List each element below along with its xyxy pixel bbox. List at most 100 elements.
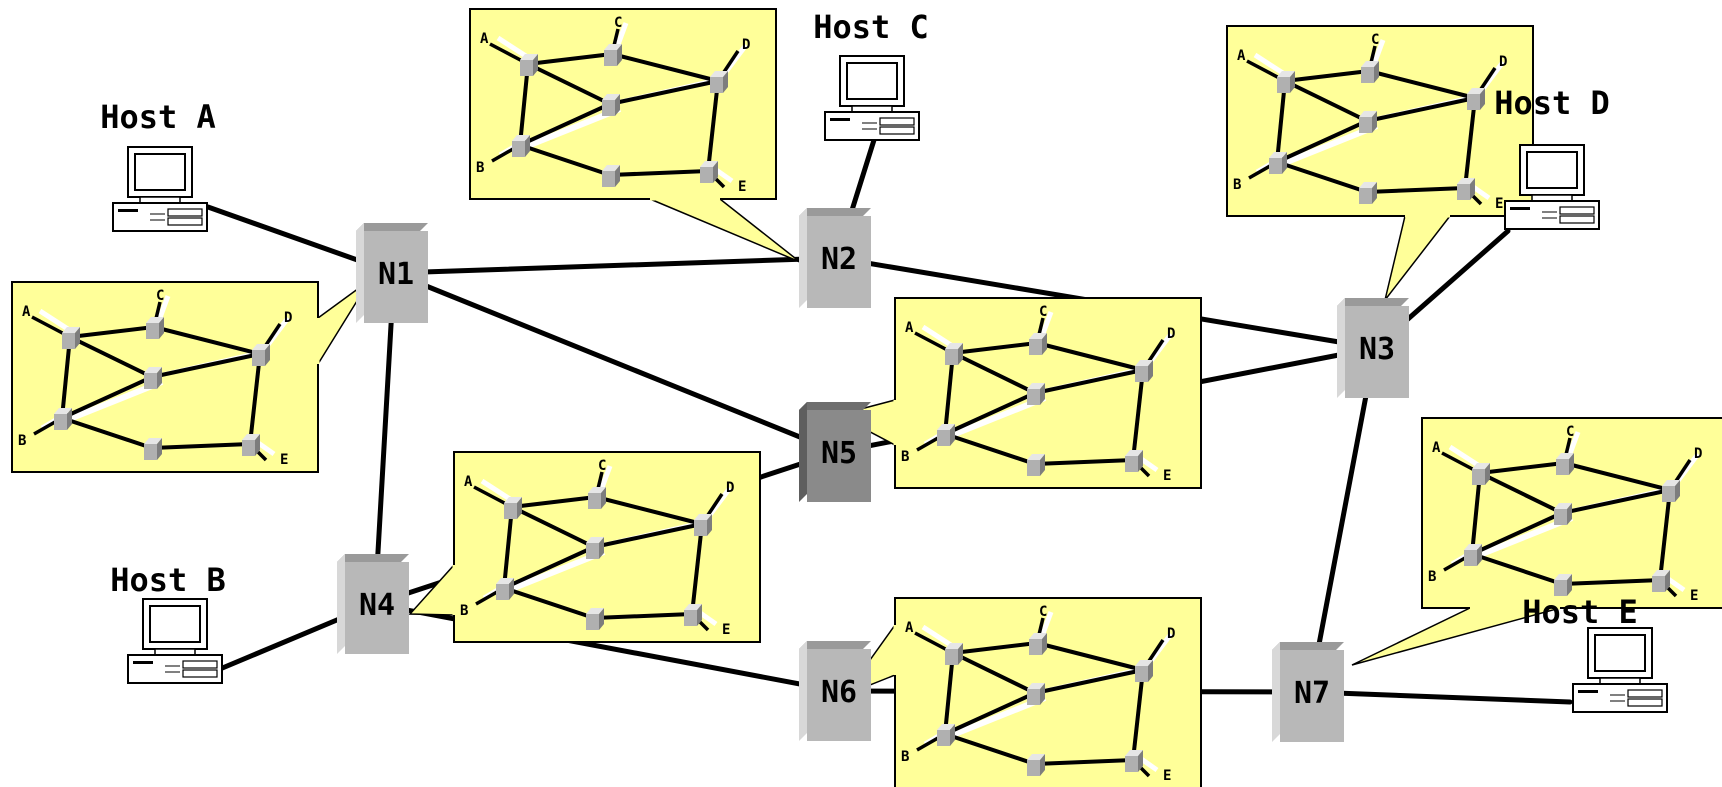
mini-switch-icon	[1135, 660, 1153, 682]
mini-link	[1470, 472, 1482, 555]
mini-link	[944, 732, 1036, 766]
mini-link	[1561, 488, 1671, 515]
mini-switch-icon	[512, 135, 530, 157]
mini-link	[944, 432, 1036, 466]
mini-switch-icon	[1027, 754, 1045, 776]
router-label: N4	[359, 588, 395, 623]
mini-link	[1034, 758, 1134, 766]
mini-link	[1471, 552, 1563, 586]
host-e[interactable]: Host E	[1522, 593, 1668, 713]
mini-switch-icon	[684, 604, 702, 626]
computer-icon	[1504, 144, 1600, 230]
mini-host-letter: A	[480, 31, 489, 47]
mini-switch-icon	[937, 424, 955, 446]
router-side	[799, 641, 807, 741]
mini-host-letter: C	[1566, 424, 1574, 440]
mini-host-letter: B	[18, 433, 26, 449]
mini-link	[1034, 668, 1144, 695]
mini-switch-icon	[1027, 683, 1045, 705]
mini-switch-icon	[1472, 463, 1490, 485]
router-body	[1345, 306, 1409, 398]
mini-link	[1366, 96, 1476, 123]
mini-host-letter: A	[1237, 48, 1246, 64]
mini-host-letter: B	[476, 160, 484, 176]
mini-switch-icon	[694, 514, 712, 536]
mini-link	[609, 169, 709, 177]
mini-host-letter: E	[722, 622, 730, 638]
callout-box	[894, 297, 1202, 489]
mini-link	[1563, 461, 1671, 492]
mini-link	[1131, 369, 1145, 461]
router-body	[364, 231, 428, 323]
mini-link	[1471, 511, 1563, 556]
mini-link	[690, 523, 704, 615]
mini-link	[1275, 80, 1287, 163]
host-label: Host D	[1494, 84, 1610, 122]
router-n6[interactable]: N6	[799, 641, 871, 741]
mini-link	[595, 495, 703, 526]
router-label: N5	[821, 436, 857, 471]
mini-link	[943, 652, 955, 735]
mini-host-letter: E	[738, 179, 746, 195]
mini-switch-icon	[1652, 570, 1670, 592]
host-label: Host B	[110, 561, 226, 599]
mini-host-letter: D	[726, 480, 734, 496]
link-n1-n4	[372, 270, 397, 607]
router-n3[interactable]: N3	[1337, 298, 1409, 398]
router-side	[337, 554, 345, 654]
mini-link	[952, 641, 1038, 655]
mini-link	[1366, 186, 1466, 194]
mini-host-letter: D	[742, 37, 750, 53]
mini-link	[1368, 69, 1476, 100]
mini-host-letter: C	[1039, 304, 1047, 320]
router-n7[interactable]: N7	[1272, 642, 1344, 742]
router-top	[1337, 298, 1409, 306]
mini-switch-icon	[1027, 383, 1045, 405]
mini-switch-icon	[520, 54, 538, 76]
router-n2[interactable]: N2	[799, 208, 871, 308]
router-side	[1272, 642, 1280, 742]
mini-switch-icon	[1662, 480, 1680, 502]
mini-link	[503, 545, 595, 590]
router-side	[1337, 298, 1345, 398]
mini-switch-icon	[604, 44, 622, 66]
router-body	[807, 649, 871, 741]
mini-link	[1131, 669, 1145, 761]
mini-link	[952, 351, 1036, 395]
mini-host-letter: B	[1428, 569, 1436, 585]
router-n4[interactable]: N4	[337, 554, 409, 654]
mini-link	[1034, 458, 1134, 466]
mini-host-letter: C	[1371, 32, 1379, 48]
mini-host-letter: D	[1694, 446, 1702, 462]
router-n1[interactable]: N1	[356, 223, 428, 323]
host-a[interactable]: Host A	[100, 98, 216, 232]
router-body	[1280, 650, 1344, 742]
callout-box	[1226, 25, 1534, 217]
mini-host-letter: D	[1167, 326, 1175, 342]
mini-switch-icon	[602, 94, 620, 116]
host-b[interactable]: Host B	[110, 561, 226, 684]
mini-host-letter: E	[1690, 588, 1698, 604]
link-n1-n2	[391, 255, 840, 276]
mini-host-letter: C	[1039, 604, 1047, 620]
host-d[interactable]: Host D	[1494, 84, 1610, 230]
mini-link	[1284, 79, 1368, 123]
mini-link	[1276, 160, 1368, 194]
mini-host-letter: C	[614, 15, 622, 31]
mini-host-letter: C	[598, 458, 606, 474]
host-c[interactable]: Host C	[813, 8, 929, 141]
mini-link	[518, 63, 530, 146]
mini-host-letter: A	[1432, 440, 1441, 456]
link-n4-n6	[372, 601, 840, 694]
mini-switch-icon	[1029, 633, 1047, 655]
mini-switch-icon	[1457, 178, 1475, 200]
computer-icon	[112, 146, 208, 232]
mini-link	[1036, 641, 1144, 672]
router-n5[interactable]: N5	[799, 402, 871, 502]
